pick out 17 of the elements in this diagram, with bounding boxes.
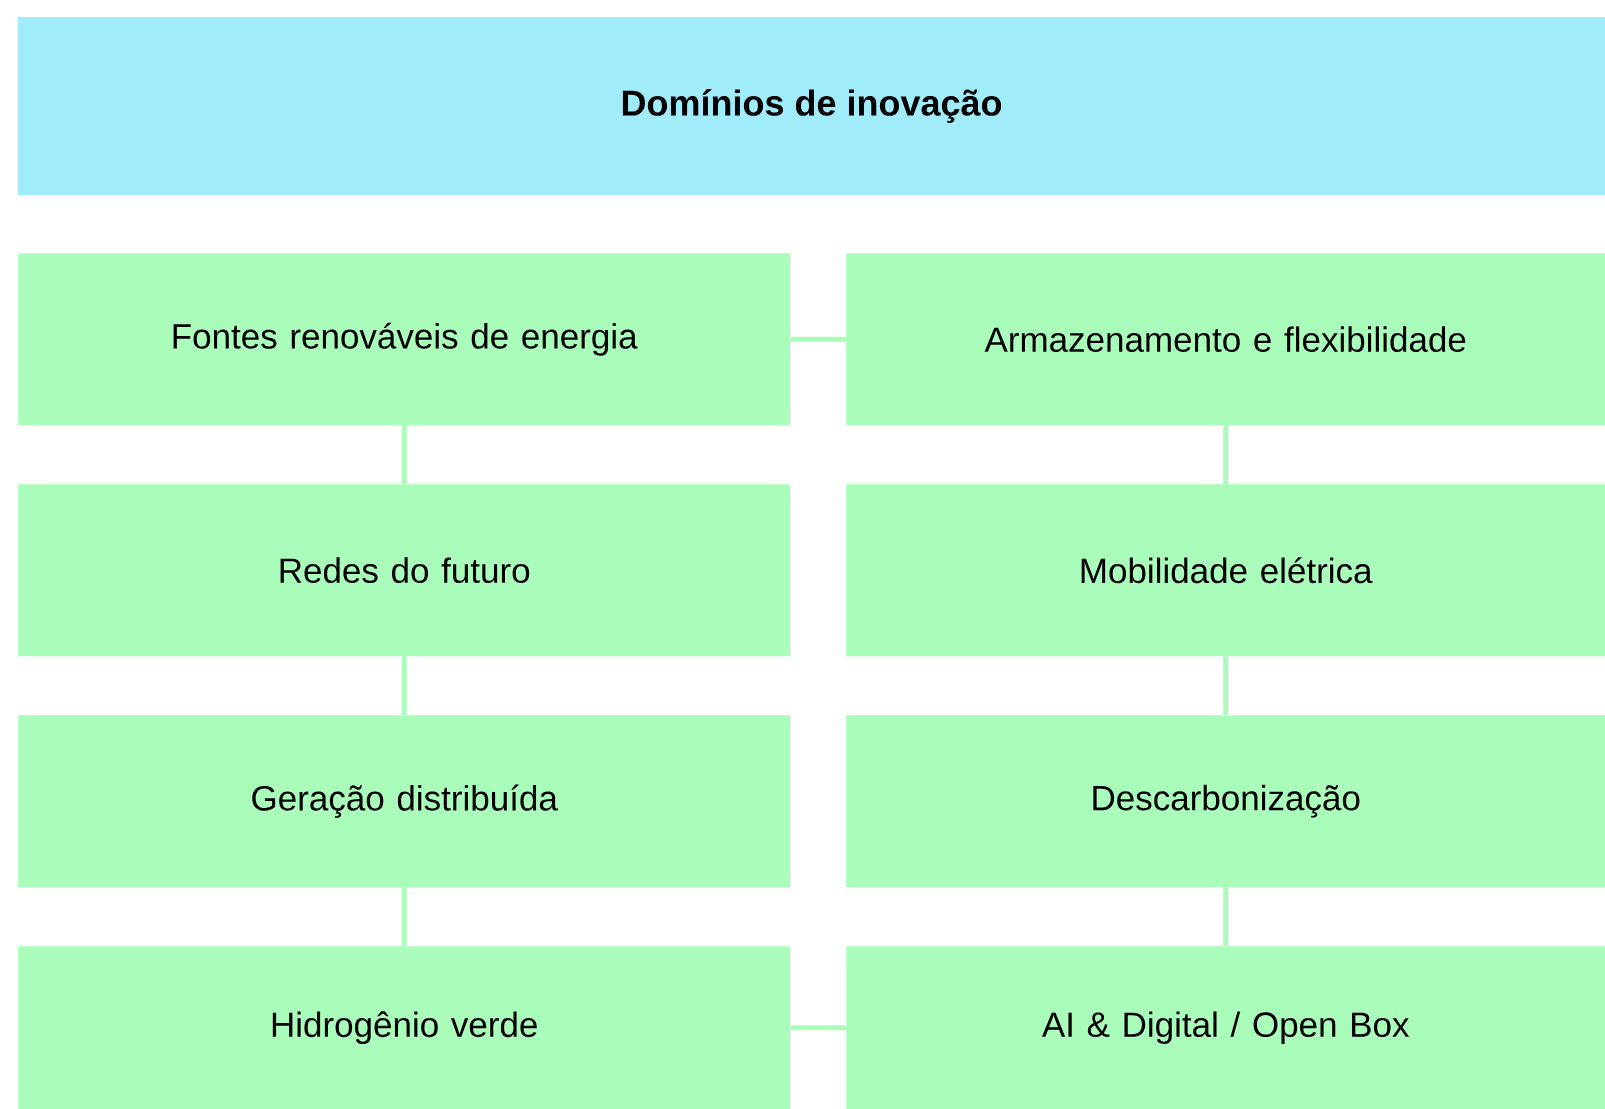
- domain-box: Fontes renováveis de energia: [18, 253, 791, 426]
- connector-line: [790, 336, 846, 342]
- connector-line: [401, 887, 407, 946]
- connector-line: [1223, 425, 1229, 484]
- domain-box: Hidrogênio verde: [18, 946, 791, 1109]
- domain-box: Descarbonização: [846, 715, 1605, 888]
- connector-line: [1223, 887, 1229, 946]
- connector-line: [1223, 656, 1229, 715]
- domain-box: AI & Digital / Open Box: [846, 946, 1605, 1109]
- title-banner: Domínios de inovação: [18, 17, 1605, 195]
- domain-box: Geração distribuída: [18, 715, 791, 888]
- domain-box: Redes do futuro: [18, 484, 791, 657]
- connector-line: [401, 425, 407, 484]
- connector-line: [401, 656, 407, 715]
- domain-box: Armazenamento e flexibilidade: [846, 253, 1605, 426]
- connector-line: [790, 1025, 846, 1031]
- domain-box: Mobilidade elétrica: [846, 484, 1605, 657]
